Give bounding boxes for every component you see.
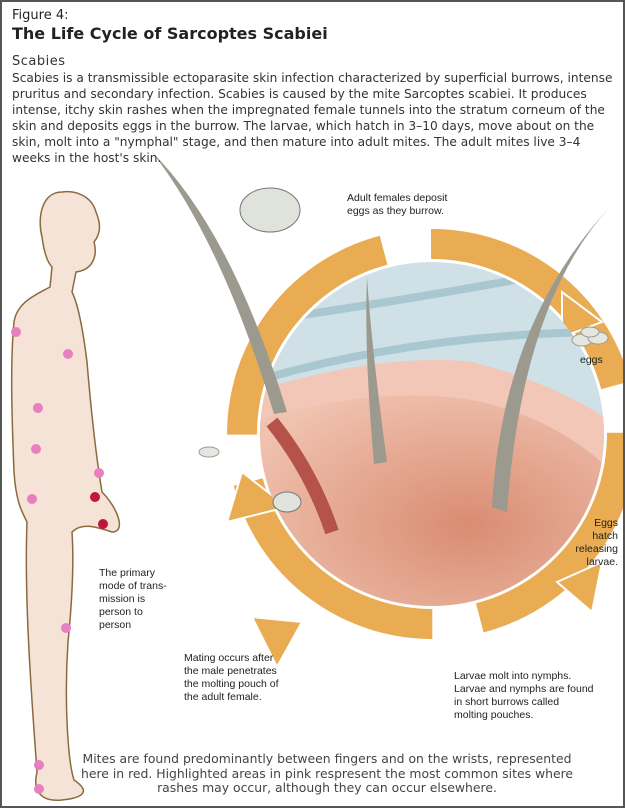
hairs: [152, 152, 610, 512]
label-mating: Mating occurs after the male penetrates …: [184, 652, 279, 703]
label-eggs-hatch: Eggs hatch releasing larvae.: [575, 517, 618, 568]
burrow-mite-icon: [198, 446, 302, 513]
adult-mite-icon: [239, 187, 301, 233]
label-transmission: The primary mode of trans-mission is per…: [99, 567, 167, 631]
rash-sites: [11, 327, 104, 794]
eggs-icon: [571, 326, 609, 347]
page-title: The Life Cycle of Sarcoptes Scabiei: [12, 24, 328, 43]
footnote: Mites are found predominantly between fi…: [80, 751, 574, 795]
figure-label: Figure 4:: [12, 8, 69, 23]
subtitle: Scabies: [12, 54, 66, 69]
label-larvae-molt: Larvae molt into nymphs. Larvae and nymp…: [454, 670, 594, 721]
mite-sites: [90, 492, 108, 529]
arrow-head: [250, 615, 304, 670]
label-eggs: eggs: [580, 354, 603, 366]
skin-cross-section: [260, 262, 604, 606]
label-adult-females: Adult females deposit eggs as they burro…: [347, 192, 448, 217]
arrow-head: [225, 470, 290, 524]
intro-text: Scabies is a transmissible ectoparasite …: [12, 71, 613, 165]
life-cycle-ring: [224, 226, 623, 670]
human-figure: [10, 190, 121, 801]
arrow-head: [555, 560, 604, 614]
